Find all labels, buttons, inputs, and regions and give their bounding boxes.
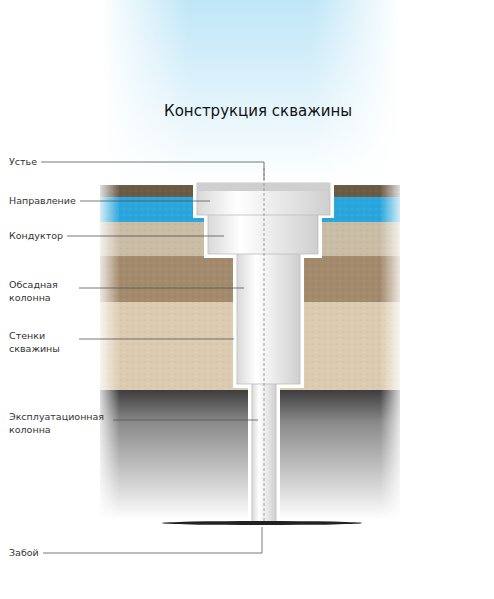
part-label: Забой <box>9 546 39 559</box>
part-label: Устье <box>9 155 37 168</box>
part-label: Обсадная колонна <box>9 278 75 304</box>
leader-line <box>113 420 258 421</box>
leader-line <box>67 236 224 237</box>
leader-line <box>80 201 210 202</box>
leader-line <box>79 288 244 289</box>
leader-line <box>262 527 263 553</box>
part-label: Направление <box>9 194 76 207</box>
leader-line <box>79 339 234 340</box>
part-label: Эксплуатационная колонна <box>9 410 109 436</box>
part-label: Кондуктор <box>9 229 63 242</box>
part-label: Стенки скважины <box>9 329 75 355</box>
leader-line <box>41 162 264 163</box>
leader-line <box>43 553 262 554</box>
diagram-title: Конструкция скважины <box>164 102 352 120</box>
leader-line <box>264 162 265 180</box>
